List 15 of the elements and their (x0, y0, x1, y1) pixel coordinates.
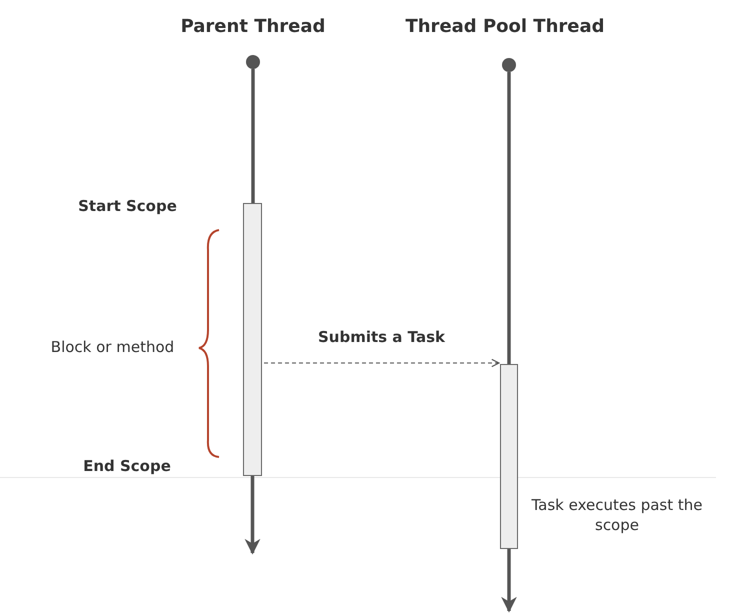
thread-heading: Parent Thread (180, 16, 326, 37)
note-text: Task executes past the scope (530, 495, 704, 535)
bracket-label: Block or method (50, 337, 176, 357)
message-arrow (264, 358, 500, 368)
lifeline (507, 72, 511, 364)
lifeline-arrow (501, 549, 517, 613)
activation-bar (500, 364, 518, 549)
scope-label: End Scope (82, 456, 172, 476)
scope-label: Start Scope (77, 196, 178, 216)
lifeline-start-dot (502, 58, 516, 72)
thread-heading: Thread Pool Thread (404, 16, 606, 37)
lifeline-start-dot (246, 55, 260, 69)
activation-bar (243, 203, 262, 476)
lifeline (251, 69, 255, 203)
lifeline-arrow (244, 476, 260, 555)
